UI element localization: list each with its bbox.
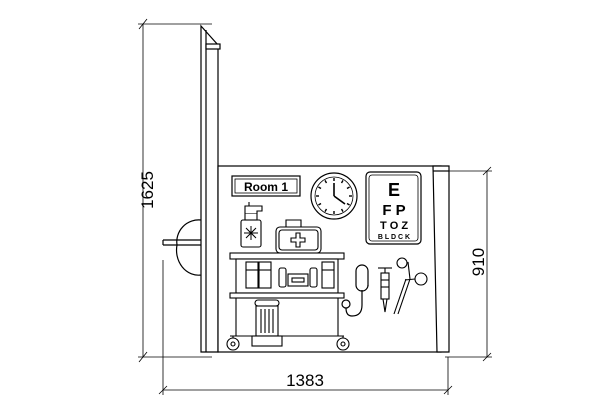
dimension-panel-height <box>445 166 492 362</box>
syringe-icon <box>378 267 392 313</box>
clock-tick <box>318 202 322 206</box>
room-sign-label: Room 1 <box>244 180 288 194</box>
stethoscope-icon <box>341 264 369 317</box>
side-shelf <box>162 219 202 276</box>
clock-tick <box>346 202 350 206</box>
eye-chart-row-4: B L D C K <box>378 234 410 241</box>
clock-tick <box>324 208 328 212</box>
eye-chart-row-1: E <box>388 180 400 200</box>
dimension-overall-width <box>158 260 453 395</box>
clock-icon <box>310 172 358 220</box>
room-sign: Room 1 <box>231 175 301 197</box>
clock-tick <box>318 186 322 190</box>
clock-tick <box>340 208 344 212</box>
dimension-panel-height-label: 910 <box>469 248 488 276</box>
clock-tick <box>340 180 344 184</box>
spray-bottle-icon <box>240 202 263 248</box>
tall-post <box>200 24 221 353</box>
clock-tick <box>346 186 350 190</box>
first-aid-kit-icon <box>275 219 322 254</box>
eye-chart-row-3: T O Z <box>380 220 408 232</box>
dimension-overall-width-label: 1383 <box>286 371 324 390</box>
dimension-overall-height-label: 1625 <box>138 171 157 209</box>
forceps-icon <box>393 257 428 315</box>
clock-tick <box>324 180 328 184</box>
dimension-overall-height <box>138 18 212 363</box>
eye-chart: E F P T O Z B L D C K <box>365 171 422 245</box>
medical-cart <box>226 252 350 351</box>
eye-chart-row-2: F P <box>382 202 405 219</box>
